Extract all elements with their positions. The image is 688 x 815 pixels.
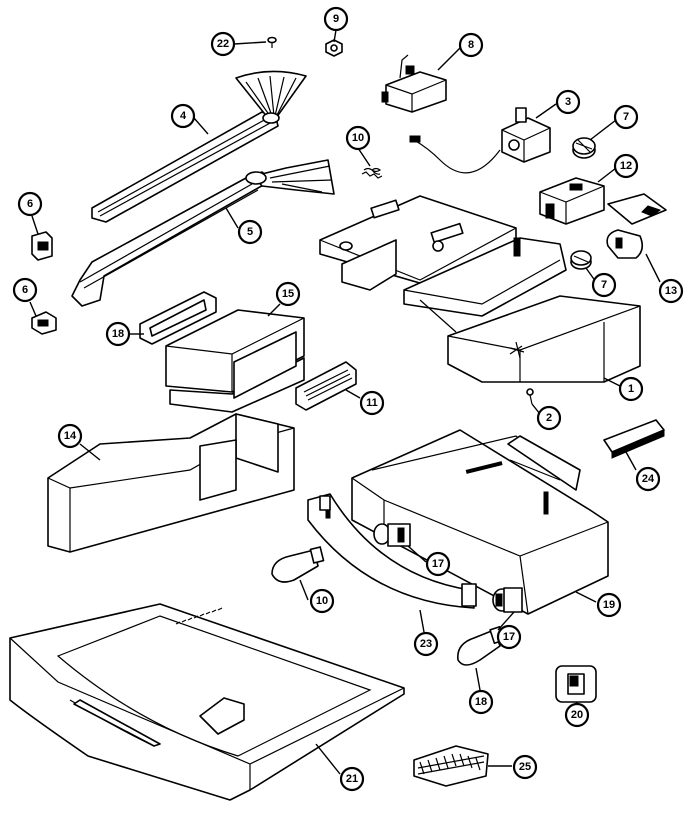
part-13-cover <box>606 193 667 259</box>
callout-20-label: 20 <box>571 709 583 721</box>
callout-9: 9 <box>323 6 349 32</box>
callout-18-bulb: 18 <box>468 689 494 715</box>
callout-7b-label: 7 <box>601 279 607 291</box>
callout-14-label: 14 <box>64 430 77 442</box>
part-24-strip <box>603 419 665 459</box>
callout-15: 15 <box>275 281 301 307</box>
callout-10-label: 10 <box>352 132 364 144</box>
callout-18-label: 18 <box>112 328 124 340</box>
callout-12-label: 12 <box>620 160 632 172</box>
part-11-grille <box>295 361 357 411</box>
callout-18-frame: 18 <box>105 321 131 347</box>
part-22-screw <box>267 36 277 48</box>
callout-4-label: 4 <box>180 110 187 122</box>
callout-9-label: 9 <box>333 13 339 25</box>
part-17-socket <box>373 523 411 547</box>
part-19-bin <box>351 429 609 615</box>
callout-25-label: 25 <box>519 761 531 773</box>
callout-15-label: 15 <box>282 288 294 300</box>
callout-23-label: 23 <box>420 638 432 650</box>
callout-4: 4 <box>170 103 196 129</box>
callout-19-label: 19 <box>603 599 615 611</box>
callout-10-bulb: 10 <box>309 588 335 614</box>
callout-5: 5 <box>237 219 263 245</box>
part-6-clip-lower <box>31 311 57 335</box>
callout-6-label: 6 <box>27 198 33 210</box>
part-9-nut <box>325 39 343 57</box>
callout-1-label: 1 <box>628 383 634 395</box>
callout-5-label: 5 <box>247 226 253 238</box>
part-10-bulb <box>271 546 325 583</box>
part-15-tray <box>165 309 305 413</box>
callout-8-label: 8 <box>468 39 474 51</box>
part-5-arm <box>71 159 335 307</box>
callout-17-label: 17 <box>432 558 444 570</box>
callout-17b-label: 17 <box>503 631 515 643</box>
callout-7-lower: 7 <box>591 272 617 298</box>
part-6-clip-upper <box>31 231 53 261</box>
part-23-deflector <box>307 493 477 609</box>
callout-21-label: 21 <box>346 773 358 785</box>
part-25-coil <box>413 745 489 787</box>
callout-7-upper: 7 <box>613 104 639 130</box>
callout-11-label: 11 <box>366 397 378 409</box>
part-12-bracket <box>539 177 605 225</box>
callout-19: 19 <box>596 592 622 618</box>
part-7-knob <box>572 137 596 159</box>
callout-6b-label: 6 <box>22 284 28 296</box>
part-18-bulb <box>457 625 505 666</box>
callout-13-label: 13 <box>665 285 677 297</box>
callout-18b-label: 18 <box>475 696 487 708</box>
callout-25: 25 <box>512 754 538 780</box>
callout-6-lower: 6 <box>12 277 38 303</box>
part-4-arm <box>91 70 307 223</box>
part-21-drip-tray <box>9 603 405 801</box>
callout-10b-label: 10 <box>316 595 328 607</box>
callout-7-label: 7 <box>623 111 629 123</box>
callout-14: 14 <box>57 423 83 449</box>
callout-12: 12 <box>613 153 639 179</box>
callout-20: 20 <box>564 702 590 728</box>
callout-17-lower: 17 <box>496 624 522 650</box>
callout-10-spring: 10 <box>345 125 371 151</box>
callout-11: 11 <box>359 390 385 416</box>
part-18-frame <box>139 291 217 345</box>
callout-3-label: 3 <box>565 96 571 108</box>
part-2-screw <box>526 388 534 405</box>
part-1-housing <box>319 195 641 383</box>
callout-1: 1 <box>618 376 644 402</box>
part-7-knob-lower <box>570 250 592 270</box>
part-20-switch <box>555 665 597 703</box>
callout-2: 2 <box>536 405 562 431</box>
callout-3: 3 <box>555 89 581 115</box>
part-8-module <box>381 54 447 113</box>
callout-22-label: 22 <box>217 38 229 50</box>
callout-6-upper: 6 <box>17 191 43 217</box>
callout-22: 22 <box>210 31 236 57</box>
part-3-thermostat <box>409 107 551 174</box>
callout-13: 13 <box>658 278 684 304</box>
callout-24: 24 <box>635 466 661 492</box>
part-17-socket-lower <box>492 587 523 613</box>
leader-lines <box>29 29 661 775</box>
part-10-spring <box>361 167 383 179</box>
part-14-duct <box>47 413 295 553</box>
callout-24-label: 24 <box>642 473 655 485</box>
callout-2-label: 2 <box>546 412 552 424</box>
callout-17-upper: 17 <box>425 551 451 577</box>
callout-23: 23 <box>413 631 439 657</box>
callout-8: 8 <box>458 32 484 58</box>
callout-21: 21 <box>339 766 365 792</box>
